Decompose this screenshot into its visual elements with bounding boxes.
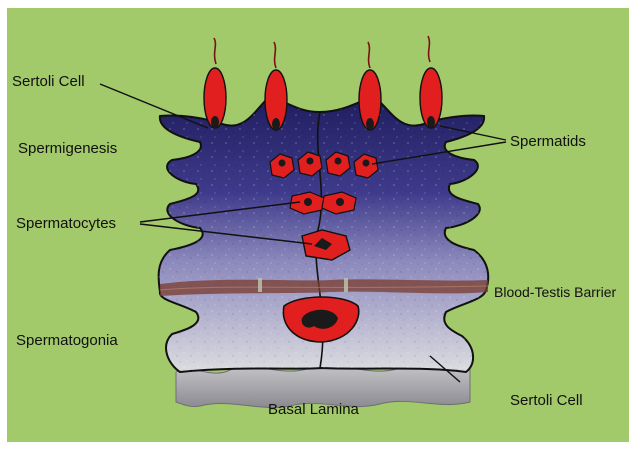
label-spermatogonia: Spermatogonia bbox=[16, 332, 118, 349]
label-spermigenesis: Spermigenesis bbox=[18, 140, 117, 157]
label-spermatids: Spermatids bbox=[510, 133, 586, 150]
tight-junction-left bbox=[258, 278, 262, 292]
label-basal-lamina: Basal Lamina bbox=[268, 401, 360, 418]
label-sertoli-cell-top: Sertoli Cell bbox=[12, 73, 85, 90]
tight-junction-right bbox=[344, 278, 348, 292]
label-spermatocytes: Spermatocytes bbox=[16, 215, 116, 232]
label-sertoli-cell-bottom: Sertoli Cell bbox=[510, 392, 583, 409]
label-blood-testis-barrier: Blood-Testis Barrier bbox=[494, 284, 616, 300]
